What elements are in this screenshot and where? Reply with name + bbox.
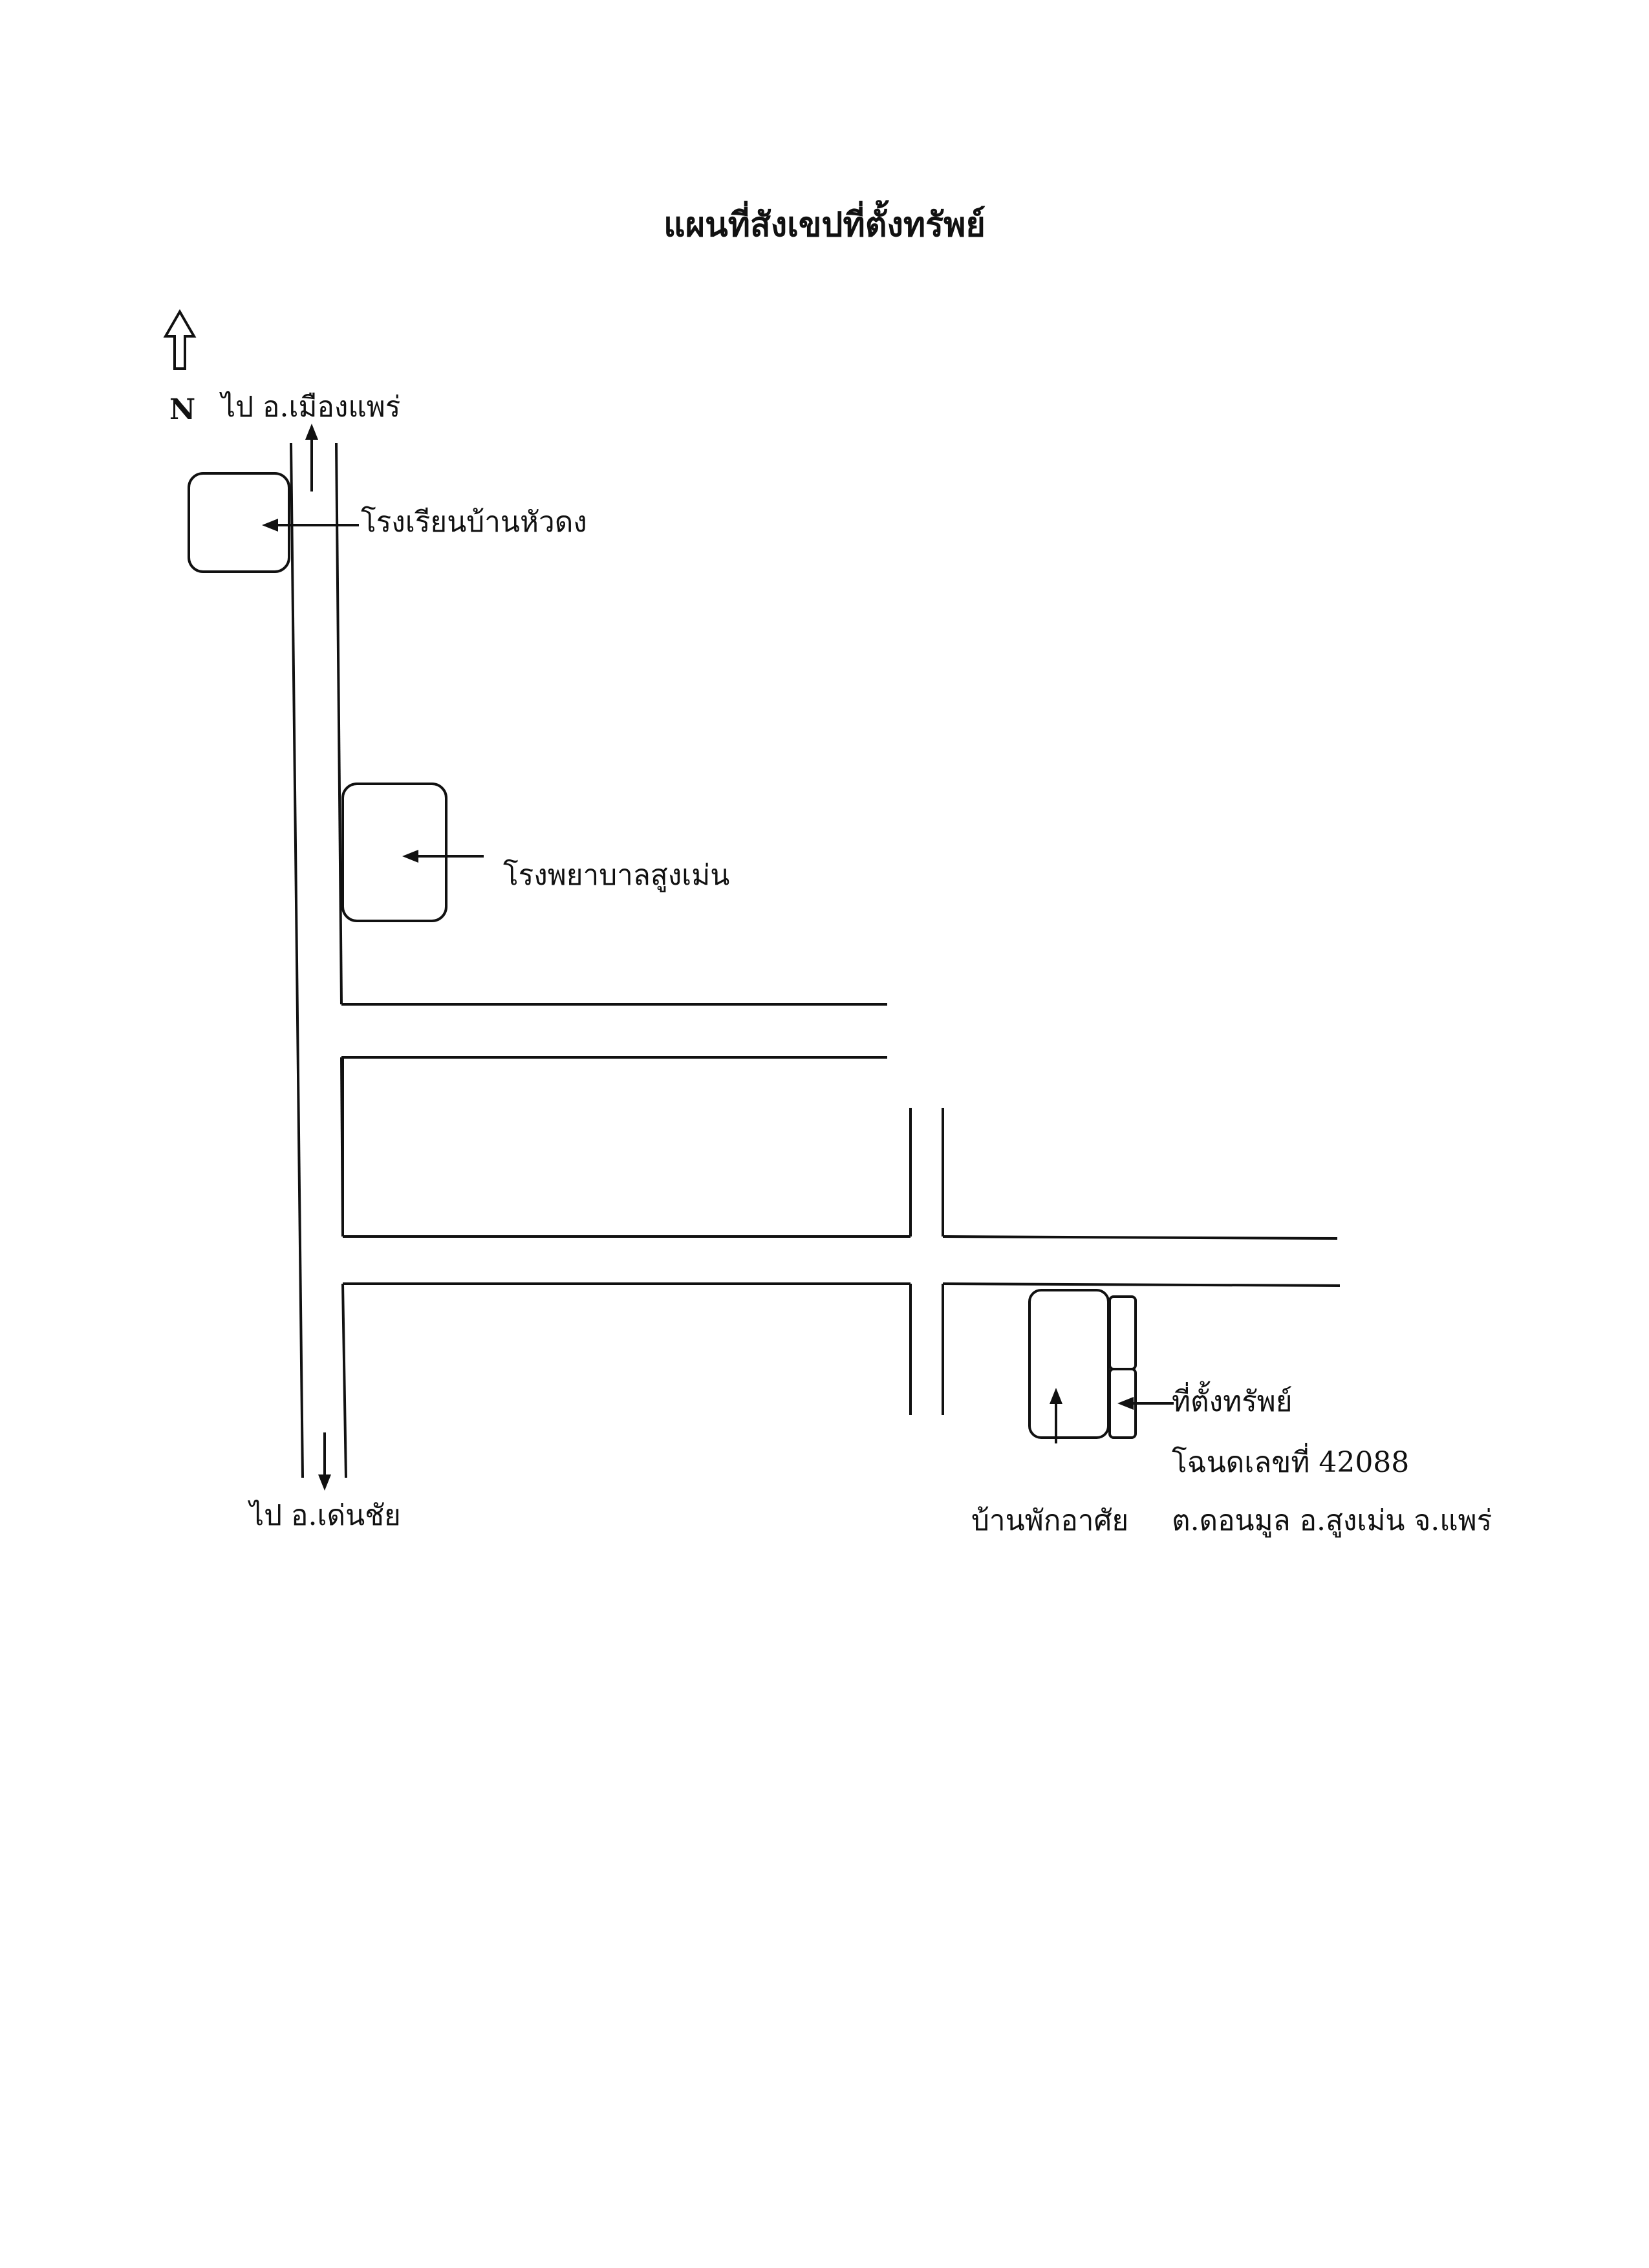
label-hospital: โรงพยาบาลสูงเม่น: [503, 859, 730, 892]
residence-pointer-head: [1050, 1388, 1062, 1404]
arrow-to-den-chai-head: [318, 1474, 331, 1491]
label-to-den-chai: ไป อ.เด่นชัย: [250, 1499, 401, 1532]
north-label: N: [169, 393, 196, 426]
label-residence: บ้านพักอาศัย: [971, 1504, 1129, 1537]
label-school: โรงเรียนบ้านหัวดง: [361, 506, 587, 539]
property-pointer-head: [1117, 1397, 1134, 1410]
school-building: [188, 472, 290, 573]
main-road-east-edge-upper: [335, 442, 343, 1005]
label-deed-number: โฉนดเลขที่ 42088: [1172, 1446, 1410, 1479]
hospital-pointer-head: [402, 850, 418, 863]
road-2-north-edge-east: [942, 1235, 1338, 1240]
school-pointer-head: [262, 519, 278, 532]
north-arrow-icon: [163, 309, 197, 370]
residence-building: [1028, 1289, 1110, 1439]
road-2-south-edge-east: [942, 1282, 1341, 1287]
arrow-to-mueang-phrae-head: [305, 424, 318, 440]
label-address: ต.ดอนมูล อ.สูงเม่น จ.แพร่: [1172, 1504, 1493, 1537]
hospital-building: [341, 783, 447, 922]
map-title: แผนที่สังเขปที่ตั้งทรัพย์: [663, 205, 986, 244]
label-to-mueang-phrae: ไป อ.เมืองแพร่: [221, 391, 401, 424]
property-plot-upper: [1108, 1295, 1137, 1370]
main-road-west-edge: [290, 442, 304, 1478]
main-road-east-edge-lower: [341, 1283, 347, 1478]
label-property: ที่ตั้งทรัพย์: [1172, 1385, 1293, 1418]
